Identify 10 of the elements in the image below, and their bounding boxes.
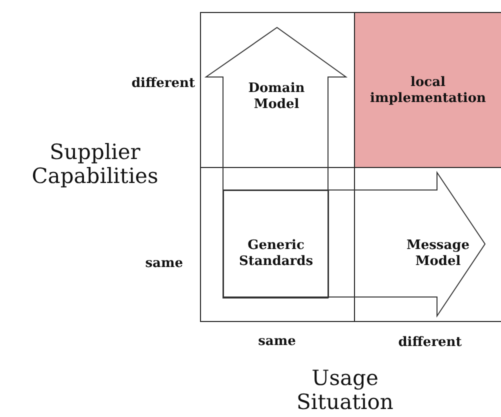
node-label: Domain Model bbox=[247, 81, 306, 113]
row-label: same bbox=[144, 256, 183, 272]
node-label: Generic Standards bbox=[238, 238, 314, 270]
axis-title: Supplier Capabilities bbox=[30, 140, 160, 188]
column-label: same bbox=[257, 334, 297, 350]
node-label: Message Model bbox=[405, 238, 471, 270]
row-label: different bbox=[130, 76, 195, 92]
node-label: local implementation bbox=[369, 75, 487, 107]
axis-title: Usage Situation bbox=[296, 366, 394, 414]
column-label: different bbox=[397, 335, 463, 351]
